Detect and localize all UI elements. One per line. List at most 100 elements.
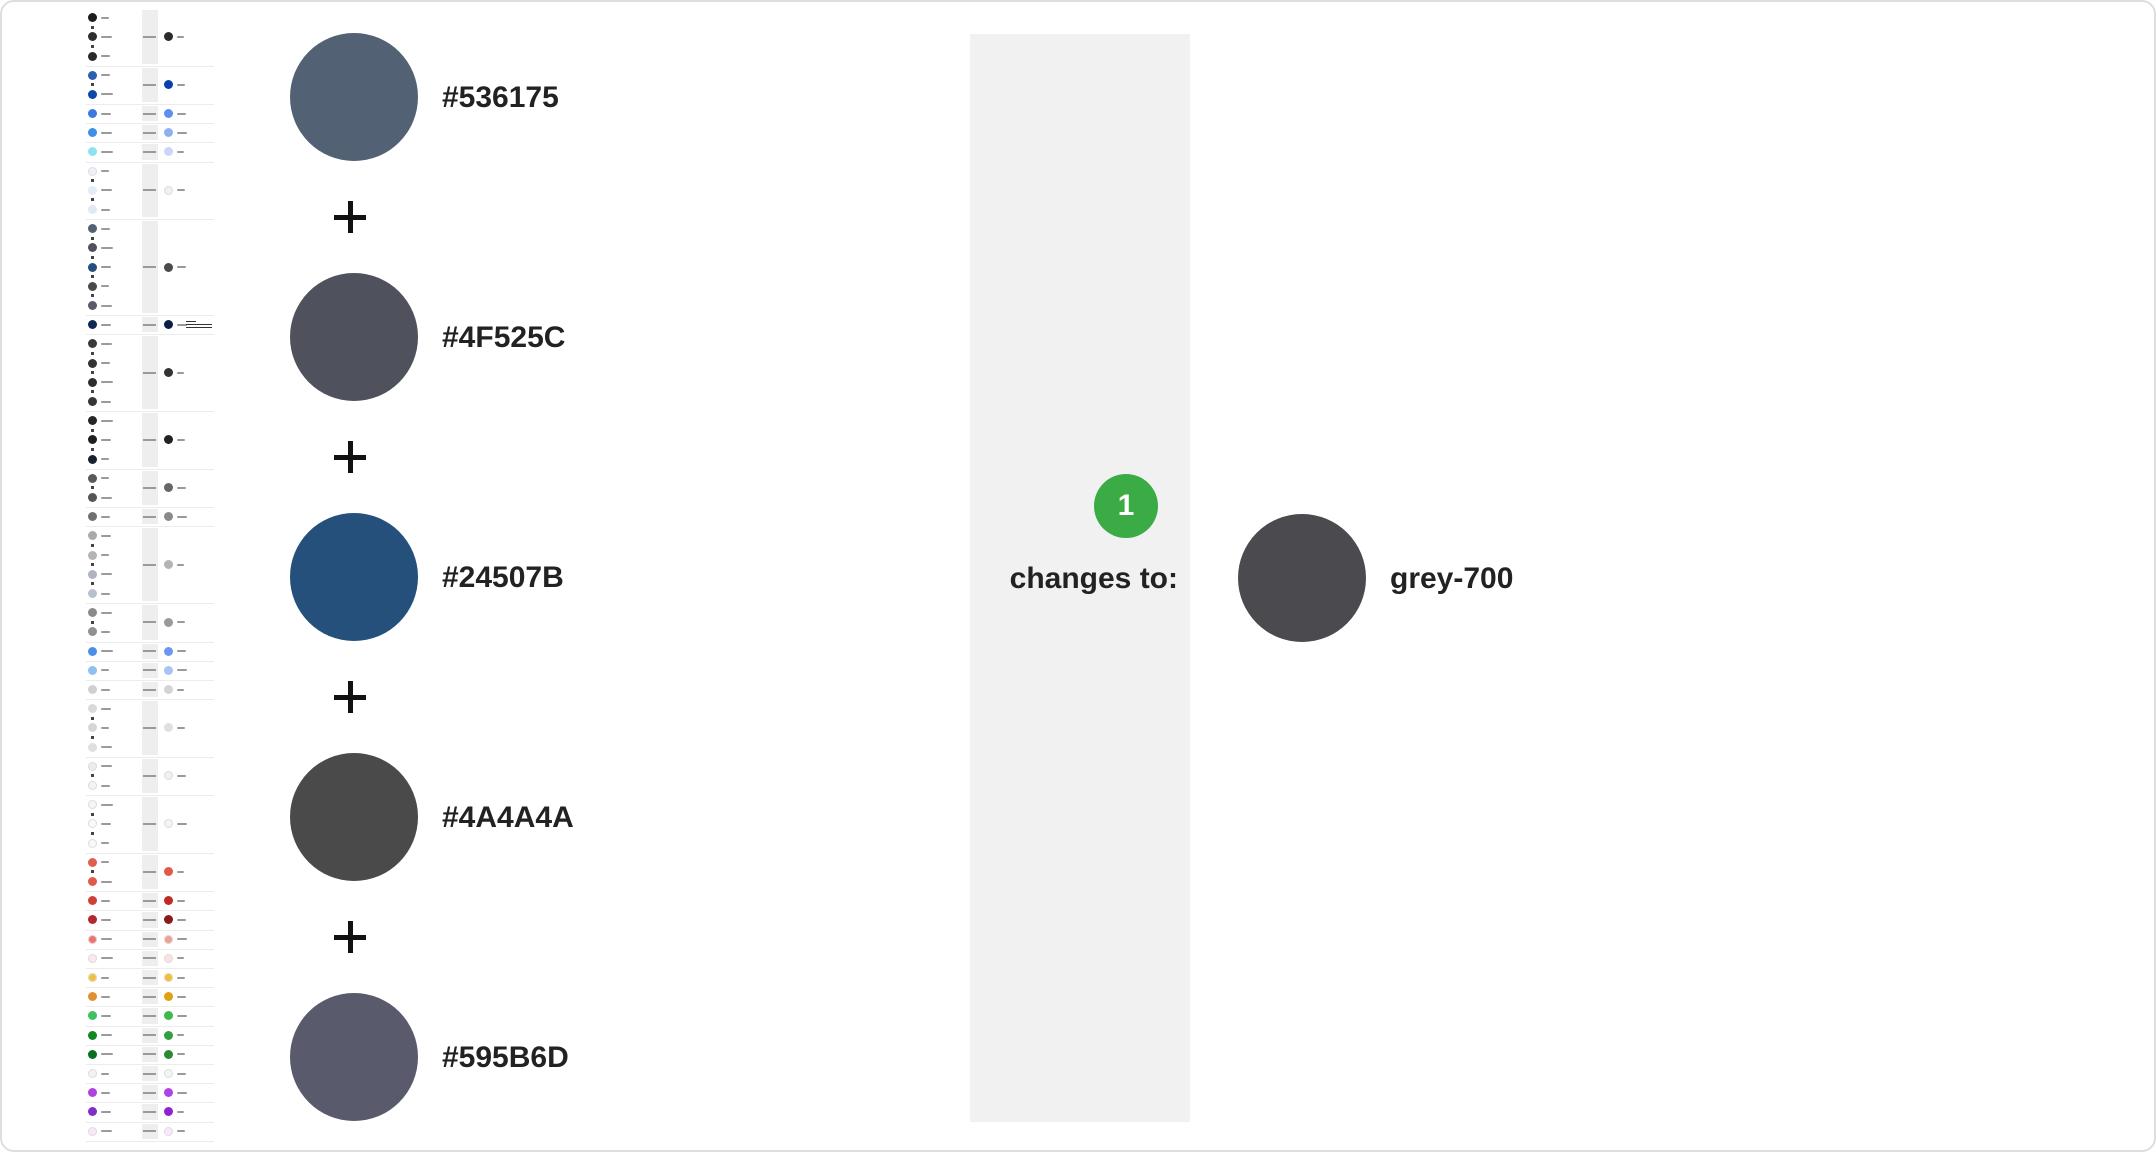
target-dot (164, 80, 173, 90)
map-row[interactable] (86, 507, 214, 528)
source-dot (88, 838, 97, 848)
mapping-panel (970, 34, 1190, 1122)
source-label-line (101, 899, 110, 902)
source-dot (88, 185, 97, 195)
map-row[interactable] (86, 987, 214, 1008)
map-row[interactable] (86, 469, 214, 509)
mapping-panel-mini (142, 10, 158, 64)
changes-label-line (143, 899, 156, 902)
source-dot (88, 301, 97, 311)
mapping-panel-mini (142, 682, 158, 698)
target-label-line (177, 189, 185, 192)
map-row[interactable] (86, 1026, 214, 1046)
map-row[interactable] (86, 526, 214, 605)
target-label-line (177, 1091, 187, 1094)
changes-to-label: changes to: (1009, 562, 1178, 595)
source-label-line (101, 266, 111, 269)
source-dot (88, 1088, 97, 1098)
map-row[interactable] (86, 910, 214, 931)
mapping-panel-mini (142, 605, 158, 640)
map-row[interactable] (86, 162, 214, 221)
changes-label-line (143, 976, 156, 979)
plus-icon (91, 812, 94, 816)
source-dot (88, 320, 97, 330)
source-label-line (101, 400, 111, 403)
mapping-panel-mini (142, 221, 158, 314)
map-row[interactable] (86, 795, 214, 854)
result-color-name: grey-700 (1390, 562, 1514, 595)
target-dot (164, 147, 173, 157)
map-row[interactable] (86, 757, 214, 797)
target-dot (164, 1030, 173, 1040)
map-row[interactable] (86, 1045, 214, 1065)
map-row[interactable] (86, 104, 214, 125)
target-label-line (177, 621, 185, 624)
mapping-panel-mini (142, 1104, 158, 1120)
target-dot (164, 320, 173, 330)
map-row[interactable] (86, 949, 214, 969)
source-dot (88, 550, 97, 560)
map-row[interactable] (86, 1102, 214, 1123)
changes-label-line (143, 323, 156, 326)
map-row[interactable] (86, 699, 214, 758)
map-row[interactable] (86, 1064, 214, 1085)
mapping-panel-mini (142, 912, 158, 928)
source-dot (88, 243, 97, 253)
source-dot (88, 454, 97, 464)
map-row[interactable] (86, 642, 214, 662)
map-row[interactable] (86, 219, 214, 317)
source-label-line (101, 438, 111, 441)
map-row[interactable] (86, 853, 214, 893)
plus-icon (91, 870, 94, 874)
source-dot (88, 281, 97, 291)
changes-label-line (143, 486, 156, 489)
map-row[interactable] (86, 891, 214, 912)
plus-icon (91, 563, 94, 567)
mapping-panel-mini (142, 1008, 158, 1024)
map-row[interactable] (86, 968, 214, 989)
source-dot (88, 742, 97, 752)
target-dot (164, 723, 173, 733)
mapping-panel-mini (142, 144, 158, 160)
source-label-line (101, 74, 110, 77)
map-row[interactable] (86, 66, 214, 105)
source-dot (88, 1030, 97, 1040)
source-label-line (101, 1014, 111, 1017)
changes-label-line (143, 83, 156, 86)
mapping-panel-mini (142, 662, 158, 678)
changes-label-line (143, 621, 156, 624)
map-row[interactable] (86, 334, 214, 413)
annotation-line (186, 320, 196, 322)
target-dot (164, 953, 173, 963)
map-row[interactable] (86, 1083, 214, 1104)
mapping-panel-mini (142, 1046, 158, 1062)
source-dot (88, 224, 97, 234)
annotation-line (186, 323, 212, 325)
map-row[interactable] (86, 142, 214, 163)
source-label-line (101, 170, 109, 173)
map-row[interactable] (86, 315, 214, 336)
color-map-overview[interactable] (86, 8, 214, 1148)
source-label-line (101, 918, 111, 921)
target-label-line (177, 976, 185, 979)
mapping-panel-mini (142, 413, 158, 467)
map-row[interactable] (86, 680, 214, 701)
map-row[interactable] (86, 603, 214, 643)
source-dot (88, 70, 97, 80)
map-row[interactable] (86, 1122, 214, 1142)
source-label-line (101, 611, 112, 614)
map-row[interactable] (86, 411, 214, 470)
changes-label-line (143, 189, 156, 192)
source-label-line (101, 765, 112, 768)
target-label-line (177, 669, 187, 672)
map-row[interactable] (86, 1006, 214, 1027)
map-row[interactable] (86, 123, 214, 144)
source-label-line (101, 554, 109, 557)
target-dot (164, 368, 173, 378)
mapping-panel-mini (142, 317, 158, 333)
mapping-panel-mini (142, 643, 158, 659)
map-row[interactable] (86, 930, 214, 950)
source-dot (88, 51, 97, 61)
map-row[interactable] (86, 8, 214, 67)
map-row[interactable] (86, 661, 214, 681)
